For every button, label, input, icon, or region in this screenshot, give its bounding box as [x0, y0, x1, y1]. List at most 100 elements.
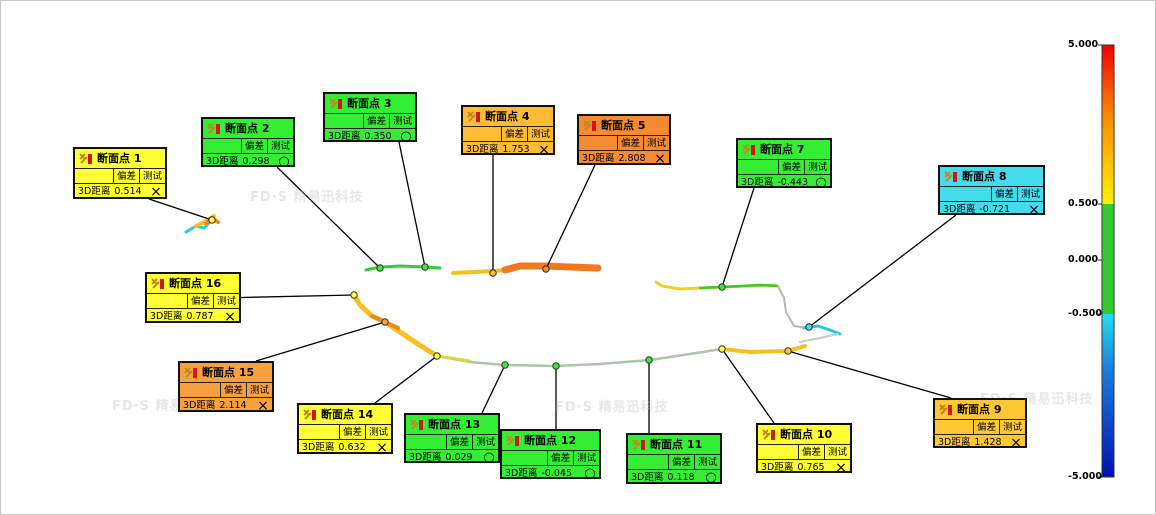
deviation-header: 偏差: [186, 294, 213, 308]
leader-line: [721, 348, 775, 424]
callout-column-headers: 偏差测试: [325, 114, 415, 129]
test-header: 测试: [572, 451, 599, 465]
measure-point-marker[interactable]: [421, 263, 429, 271]
callout-column-headers: 偏差测试: [758, 445, 850, 460]
test-result-icon: ×: [1028, 201, 1040, 218]
callout-header: 断面点 4: [463, 107, 553, 127]
deviation-header: 偏差: [240, 139, 267, 153]
measure-point-marker[interactable]: [718, 283, 726, 291]
callout-header: 断面点 2: [203, 119, 293, 139]
section-point-icon: [410, 419, 423, 430]
measure-point-marker[interactable]: [501, 361, 509, 369]
section-point-icon: [506, 435, 519, 446]
measure-point-marker[interactable]: [542, 265, 550, 273]
measure-type-label: 3D距离: [78, 185, 111, 197]
scan-segment: [799, 333, 839, 343]
deviation-header: 偏差: [616, 136, 643, 150]
measure-point-marker[interactable]: [718, 345, 726, 353]
measure-point-marker[interactable]: [805, 323, 813, 331]
leader-line: [240, 294, 355, 299]
callout-header: 断面点 13: [406, 415, 498, 435]
measure-point-marker[interactable]: [350, 291, 358, 299]
deviation-value: 1.753: [502, 143, 530, 155]
callout-header: 断面点 8: [940, 167, 1043, 187]
section-point-icon: [583, 120, 596, 131]
callout-header: 断面点 12: [502, 431, 599, 451]
measure-point-marker[interactable]: [208, 216, 216, 224]
measure-point-marker[interactable]: [433, 352, 441, 360]
deviation-header: 偏差: [338, 425, 365, 439]
section-point-icon: [303, 409, 316, 420]
deviation-value: 2.114: [219, 399, 247, 411]
leader-lines: [148, 141, 957, 433]
test-result-icon: ×: [224, 308, 236, 325]
test-result-icon: ○: [705, 470, 717, 485]
measure-point-marker[interactable]: [784, 347, 792, 355]
scan-segment: [435, 354, 472, 363]
test-header: 测试: [471, 435, 498, 449]
measure-point-marker[interactable]: [489, 269, 497, 277]
measure-type-label: 3D距离: [505, 467, 538, 479]
deviation-value: 0.787: [186, 310, 214, 322]
section-point-icon: [632, 439, 645, 450]
test-header: 测试: [388, 114, 415, 128]
callout-column-headers: 偏差测试: [75, 169, 165, 184]
callout-header: 断面点 9: [935, 400, 1025, 420]
callout-title: 断面点 7: [760, 143, 805, 156]
callout-header: 断面点 10: [758, 425, 850, 445]
section-point-icon: [79, 153, 92, 164]
measure-type-label: 3D距离: [582, 152, 615, 164]
callout-header: 断面点 15: [180, 363, 272, 383]
callout-header: 断面点 14: [299, 405, 391, 425]
callout-header: 断面点 3: [325, 94, 415, 114]
deviation-header: 偏差: [797, 445, 824, 459]
callout-value-row: 3D距离-0.443○: [738, 175, 830, 190]
measure-type-label: 3D距离: [741, 176, 774, 188]
scan-segment: [435, 347, 724, 368]
color-scale-bar: [1098, 44, 1115, 478]
deviation-header: 偏差: [362, 114, 389, 128]
deviation-value: 0.765: [797, 461, 825, 473]
scan-segment: [777, 285, 809, 329]
callout-column-headers: 偏差测试: [628, 455, 720, 470]
scan-segment: [501, 262, 602, 274]
measure-type-label: 3D距离: [943, 203, 976, 215]
callout-title: 断面点 11: [650, 438, 703, 451]
measure-points: [208, 216, 813, 370]
callout-header: 断面点 16: [147, 274, 239, 294]
color-scale-label: 0.000: [1068, 254, 1099, 265]
measure-point-marker[interactable]: [552, 362, 560, 370]
callout-column-headers: 偏差测试: [299, 425, 391, 440]
callout-column-headers: 偏差测试: [147, 294, 239, 309]
deviation-value: 0.118: [667, 471, 695, 483]
test-header: 测试: [526, 127, 553, 141]
deviation-value: 0.029: [445, 451, 473, 463]
test-result-icon: ×: [257, 397, 269, 414]
deviation-value: -0.045: [541, 467, 572, 479]
measure-point-marker[interactable]: [645, 356, 653, 364]
measure-point-marker[interactable]: [376, 264, 384, 272]
measure-point-marker[interactable]: [381, 318, 389, 326]
